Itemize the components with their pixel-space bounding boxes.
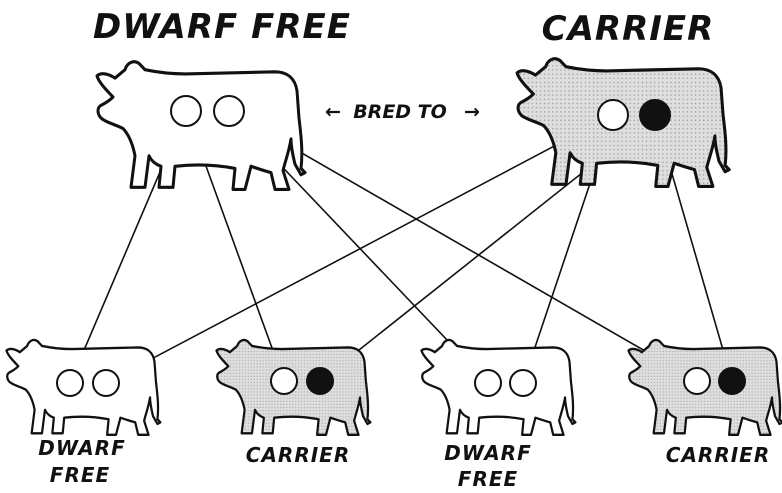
parent-label-carrier: CARRIER (542, 9, 715, 49)
left-arrow-icon: ← (325, 101, 341, 123)
right-arrow-icon: → (464, 101, 480, 123)
gene-o2a-normal (270, 367, 298, 395)
cow-offspring-1 (5, 338, 162, 437)
offspring-label-2: CARRIER (246, 443, 350, 467)
link-p0b-o4a (228, 110, 698, 382)
gene-p0b-normal (213, 95, 245, 127)
link-p1a-o1b (105, 114, 614, 384)
bred-to-label: ← BRED TO → (325, 101, 480, 123)
offspring-label-1-line1: DWARF (38, 436, 126, 460)
offspring-label-1-line2: FREE (50, 463, 110, 487)
gene-o4b-dwarf (718, 367, 746, 395)
offspring-label-3-line1: DWARF (444, 441, 532, 465)
gene-o3a-normal (474, 369, 502, 397)
offspring-label-4: CARRIER (666, 443, 770, 467)
cow-parent-0 (95, 60, 307, 191)
gene-o1a-normal (56, 369, 84, 397)
gene-markers (56, 95, 746, 397)
parent-label-dwarf-free: DWARF FREE (93, 7, 351, 47)
gene-o1b-normal (92, 369, 120, 397)
gene-o3b-normal (509, 369, 537, 397)
bred-to-text: BRED TO (353, 101, 447, 123)
gene-p1a-normal (597, 99, 629, 131)
gene-p1b-dwarf (639, 99, 671, 131)
gene-o2b-dwarf (306, 367, 334, 395)
gene-o4a-normal (683, 367, 711, 395)
offspring-label-3-line2: FREE (458, 467, 518, 491)
gene-p0a-normal (170, 95, 202, 127)
